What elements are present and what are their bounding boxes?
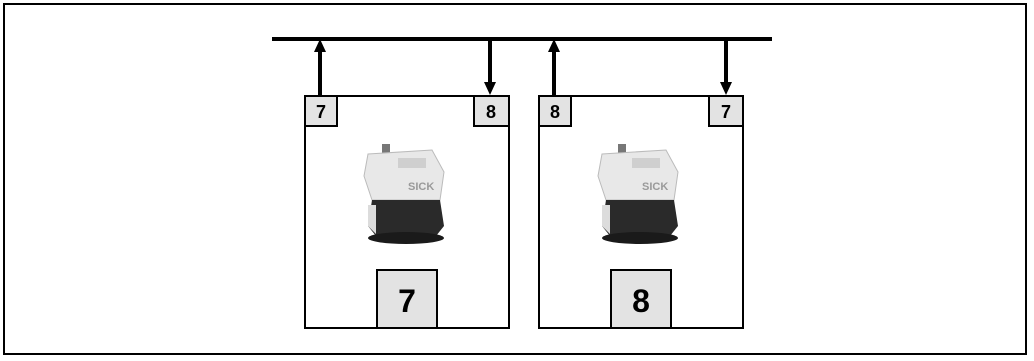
port-box-left [538, 95, 572, 127]
diagram-frame [3, 3, 1027, 355]
brand-label: SICK [642, 181, 668, 193]
arrowhead-up [548, 39, 560, 52]
arrowhead-down [720, 82, 732, 95]
arrowhead-down [484, 82, 496, 95]
device-id-label: 8 [632, 283, 650, 319]
port-label: 8 [486, 102, 496, 122]
device-left: 7 8 SICK 7 [304, 95, 510, 329]
brand-label: SICK [408, 181, 434, 193]
port-label: 8 [550, 102, 560, 122]
port-box-right [708, 95, 744, 127]
port-label: 7 [316, 102, 326, 122]
laser-scanner-icon: SICK [363, 144, 445, 244]
port-label: 7 [721, 102, 731, 122]
device-id-label: 7 [398, 283, 416, 319]
device-id-box [376, 269, 438, 329]
arrowhead-up [314, 39, 326, 52]
port-box-right [473, 95, 510, 127]
port-box-left [304, 95, 338, 127]
device-right: 8 7 SICK 8 [538, 95, 744, 329]
device-id-box [610, 269, 672, 329]
laser-scanner-icon: SICK [597, 144, 679, 244]
